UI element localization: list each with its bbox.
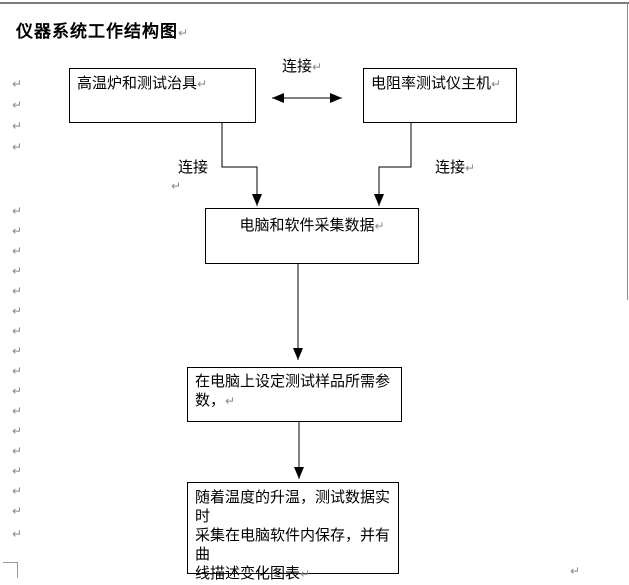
paragraph-mark: ↵ [12,404,23,418]
flow-box-label: 在电脑上设定测试样品所需参 数， [195,373,391,409]
paragraph-mark: ↵ [12,424,23,438]
right-elbow-connector[interactable] [374,123,412,206]
flow-box-data-collection[interactable]: 随着温度的升温，测试数据实时 采集在电脑软件内保存，并有曲 线描述变化图表↵ [187,482,399,582]
paragraph-mark: ↵ [12,304,23,318]
paragraph-mark: ↵ [171,179,182,193]
page-right-border [627,2,628,300]
paragraph-mark: ↵ [12,364,23,378]
paragraph-mark: ↵ [12,444,23,458]
page-top-border [0,2,629,4]
flow-box-label: 随着温度的升温，测试数据实时 采集在电脑软件内保存，并有曲 线描述变化图表 [195,489,391,582]
paragraph-mark: ↵ [12,77,23,91]
paragraph-mark: ↵ [12,264,23,278]
flow-box-computer-software[interactable]: 电脑和软件采集数据↵ [205,208,419,264]
paragraph-mark: ↵ [197,77,208,91]
paragraph-mark: ↵ [491,77,502,91]
paragraph-mark: ↵ [12,504,23,518]
paragraph-mark: ↵ [12,344,23,358]
paragraph-mark: ↵ [178,26,189,40]
paragraph-mark: ↵ [300,567,311,581]
paragraph-mark: ↵ [570,564,581,578]
paragraph-mark: ↵ [12,244,23,258]
paragraph-mark: ↵ [12,464,23,478]
connector-label-right: 连接↵ [435,159,476,176]
left-elbow-connector[interactable] [221,123,262,206]
paragraph-mark: ↵ [12,98,23,112]
flow-box-tester-host[interactable]: 电阻率测试仪主机↵ [363,68,517,123]
paragraph-mark: ↵ [12,284,23,298]
page-title-text: 仪器系统工作结构图 [16,22,178,41]
flow-box-label: 电阻率测试仪主机 [371,75,492,92]
paragraph-mark: ↵ [12,324,23,338]
paragraph-mark: ↵ [12,484,23,498]
paragraph-mark: ↵ [12,204,23,218]
paragraph-mark: ↵ [12,527,23,541]
paragraph-mark: ↵ [12,384,23,398]
paragraph-mark: ↵ [465,161,476,175]
paragraph-mark: ↵ [12,119,23,133]
margin-corner-mark [3,562,18,578]
paragraph-mark: ↵ [12,224,23,238]
connector-label-left: 连接 [178,159,209,176]
paragraph-mark: ↵ [225,394,236,408]
flow-box-set-parameters[interactable]: 在电脑上设定测试样品所需参 数，↵ [187,367,402,422]
paragraph-mark: ↵ [312,60,323,74]
page-title: 仪器系统工作结构图↵ [16,17,188,42]
connector-label-top: 连接↵ [282,58,323,75]
flow-box-label: 高温炉和测试治具 [77,75,198,92]
flow-box-label: 电脑和软件采集数据 [239,217,375,234]
paragraph-mark: ↵ [12,140,23,154]
flow-box-furnace[interactable]: 高温炉和测试治具↵ [69,68,256,123]
paragraph-mark: ↵ [374,219,385,233]
